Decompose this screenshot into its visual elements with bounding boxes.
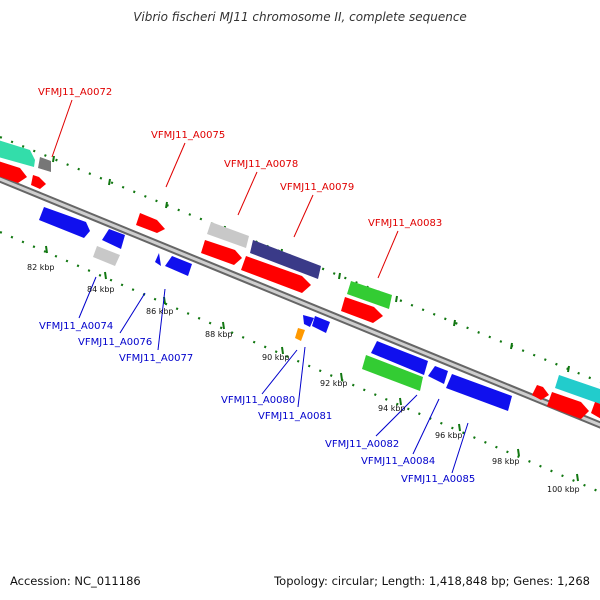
map-title: Vibrio fischeri MJ11 chromosome II, comp… [133,10,467,24]
gene-block-navy[interactable] [250,240,321,279]
inner-dotted-track [0,230,600,494]
gene-block-green[interactable] [347,281,392,309]
gene-block-gray[interactable] [207,222,249,248]
gene-label[interactable]: VFMJ11_A0079 [280,182,354,193]
gene-block-red[interactable] [547,392,589,419]
gene-label[interactable]: VFMJ11_A0072 [38,87,112,98]
gene-label[interactable]: VFMJ11_A0078 [224,159,298,170]
gene-block-blue[interactable] [312,316,330,333]
gene-block-red[interactable] [241,256,311,293]
kbp-label: 96 kbp [435,431,463,440]
gene-block-red[interactable] [0,161,27,183]
kbp-label: 88 kbp [205,330,233,339]
gene-block-blue[interactable] [428,366,448,384]
kbp-label: 100 kbp [547,485,580,494]
accession-label: Accession: NC_011186 [10,574,141,588]
kbp-label: 92 kbp [320,379,348,388]
gene-label[interactable]: VFMJ11_A0081 [258,411,332,422]
gene-block-blue[interactable] [155,253,161,266]
gene-block-blue[interactable] [102,229,125,249]
gene-block-cyan[interactable] [555,375,600,404]
gene-block-red[interactable] [532,385,549,400]
gene-block-blue[interactable] [165,256,192,276]
gene-block-orange[interactable] [295,328,305,341]
reverse-callouts [78,276,469,474]
gene-label[interactable]: VFMJ11_A0082 [325,439,399,450]
gene-block-green[interactable] [362,355,423,391]
gene-block-blue[interactable] [371,341,428,375]
kbp-label: 82 kbp [27,263,55,272]
gene-label[interactable]: VFMJ11_A0085 [401,474,475,485]
kbp-label: 98 kbp [492,457,520,466]
genome-summary: Topology: circular; Length: 1,418,848 bp… [274,574,590,588]
kbp-label: 84 kbp [87,285,115,294]
gene-block-red[interactable] [31,175,46,189]
kbp-label: 94 kbp [378,404,406,413]
gene-block-blue[interactable] [39,207,90,238]
forward-callouts [51,99,399,279]
gene-block-red[interactable] [591,402,600,420]
gene-block-red[interactable] [201,240,242,265]
gene-label[interactable]: VFMJ11_A0083 [368,218,442,229]
gene-label[interactable]: VFMJ11_A0075 [151,130,225,141]
inner-tick-marks [45,245,579,482]
gene-block-gray[interactable] [93,246,120,266]
gene-label[interactable]: VFMJ11_A0076 [78,337,152,348]
gene-block-mint[interactable] [0,140,35,167]
gene-block-blue[interactable] [303,315,314,327]
gene-label[interactable]: VFMJ11_A0080 [221,395,295,406]
gene-block-red[interactable] [136,213,165,233]
gene-label[interactable]: VFMJ11_A0074 [39,321,113,332]
kbp-label: 90 kbp [262,353,290,362]
gene-label[interactable]: VFMJ11_A0077 [119,353,193,364]
gene-label[interactable]: VFMJ11_A0084 [361,456,435,467]
gene-block-red[interactable] [341,297,383,323]
gene-block-blue[interactable] [446,374,512,411]
gene-block-gray[interactable] [38,157,51,172]
kbp-label: 86 kbp [146,307,174,316]
